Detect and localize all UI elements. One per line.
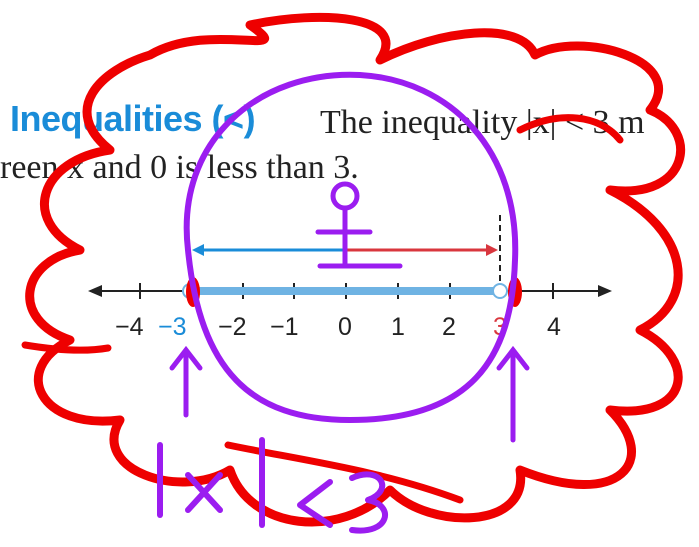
distance-arrows bbox=[192, 215, 501, 283]
purple-arrow-left bbox=[169, 345, 203, 418]
tick-label: −4 bbox=[115, 313, 144, 341]
blue-arrowhead-icon bbox=[192, 244, 204, 256]
tick-label: 1 bbox=[391, 313, 405, 341]
tick-label: 2 bbox=[442, 313, 456, 341]
tick-label: −2 bbox=[218, 313, 247, 341]
red-arrowhead-icon bbox=[486, 244, 498, 256]
arrow-left-icon bbox=[88, 285, 102, 297]
purple-arrow-right bbox=[496, 345, 530, 443]
purple-circle bbox=[183, 71, 519, 424]
stick-figure bbox=[315, 181, 403, 269]
arrow-right-icon bbox=[598, 285, 612, 297]
section-heading: Inequalities (<) bbox=[10, 98, 256, 139]
tick-label-highlight-left: −3 bbox=[158, 313, 187, 341]
tick-label: −1 bbox=[270, 313, 299, 341]
open-circle-right bbox=[492, 283, 508, 299]
tick-label: 4 bbox=[547, 313, 561, 341]
number-line bbox=[88, 283, 612, 299]
red-scribble bbox=[25, 12, 686, 527]
handwritten-inequality bbox=[157, 437, 388, 534]
tick-label: 0 bbox=[338, 313, 352, 341]
